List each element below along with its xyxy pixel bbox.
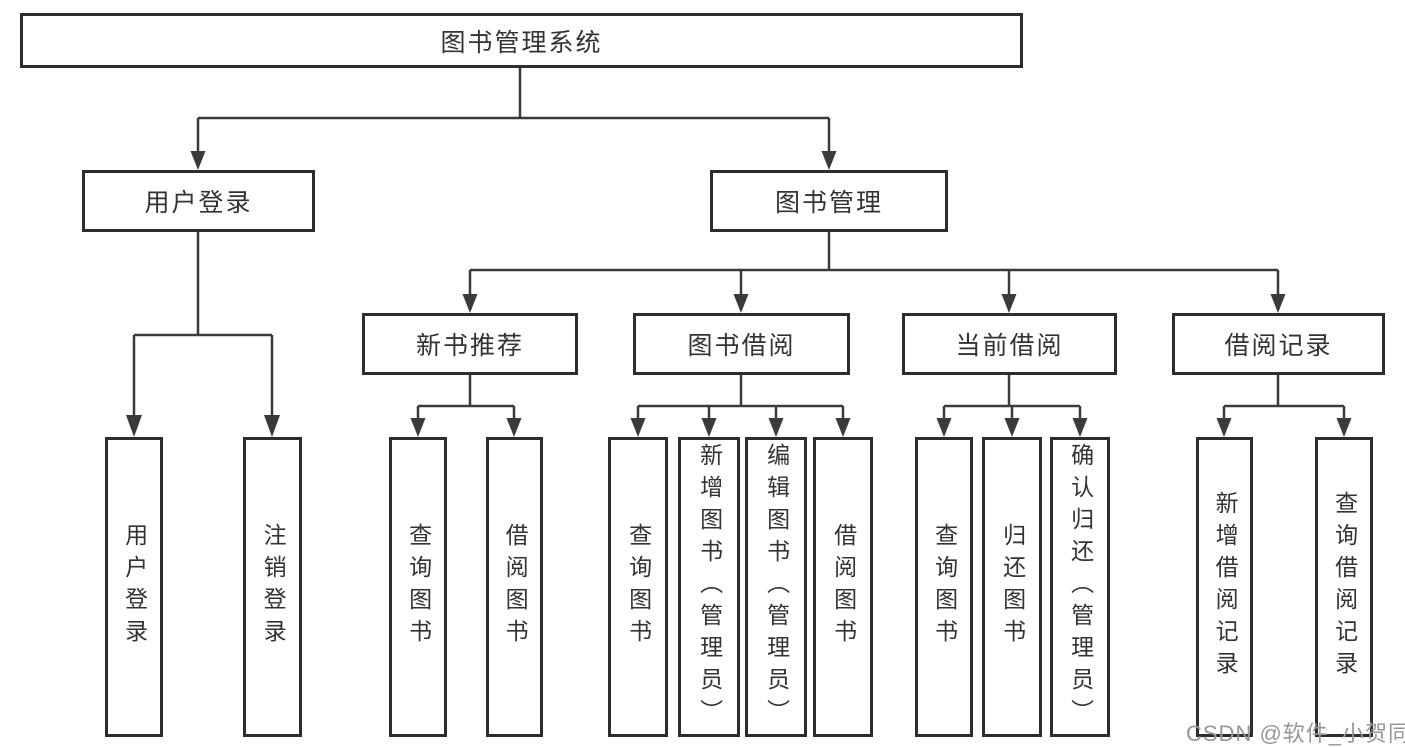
connector-userlogin-to-leaves <box>132 232 274 420</box>
leaf-add-books-admin: 新增图书（管理员） <box>678 437 740 737</box>
csdn-watermark: CSDN @软件_小贺同学 <box>1186 721 1405 746</box>
node-borrow-records: 借阅记录 <box>1172 313 1385 375</box>
leaf-edit-books-admin: 编辑图书（管理员） <box>745 437 807 737</box>
node-label: 图书管理 <box>774 189 883 217</box>
node-book-borrow: 图书借阅 <box>633 313 850 375</box>
connector-borrow-to-leaves <box>636 375 845 420</box>
node-label: 当前借阅 <box>955 332 1064 360</box>
leaf-label: 用户登录 <box>121 523 148 651</box>
arrowhead-icon <box>835 418 851 437</box>
arrowhead-icon <box>190 151 206 170</box>
leaf-query-books-recommend: 查询图书 <box>389 437 447 737</box>
connector-records-to-leaves <box>1222 375 1346 420</box>
node-label: 图书借阅 <box>687 332 796 360</box>
arrowhead-icon <box>126 415 142 437</box>
leaf-query-books-borrow: 查询图书 <box>608 437 668 737</box>
leaf-add-borrow-record: 新增借阅记录 <box>1196 437 1253 737</box>
leaf-label: 借阅图书 <box>830 523 857 651</box>
leaf-label: 查询图书 <box>625 523 652 651</box>
node-label: 新书推荐 <box>415 332 524 360</box>
leaf-label: 注销登录 <box>260 523 287 651</box>
leaf-label: 查询图书 <box>931 523 958 651</box>
leaf-confirm-return-admin: 确认归还（管理员） <box>1050 437 1110 737</box>
arrowhead-icon <box>701 418 717 437</box>
node-label: 用户登录 <box>144 189 253 217</box>
leaf-borrow-books-borrow: 借阅图书 <box>813 437 873 737</box>
arrowhead-icon <box>410 418 426 437</box>
arrowhead-icon <box>630 418 646 437</box>
leaf-query-borrow-record: 查询借阅记录 <box>1315 437 1373 737</box>
node-root-system: 图书管理系统 <box>20 13 1023 68</box>
connector-root-to-level2 <box>196 68 831 153</box>
connector-bookmgmt-to-level3 <box>468 232 1280 296</box>
node-book-management: 图书管理 <box>710 170 948 232</box>
arrowhead-icon <box>462 294 478 313</box>
leaf-label: 借阅图书 <box>502 523 529 651</box>
leaf-user-login: 用户登录 <box>105 437 163 737</box>
arrowhead-icon <box>1216 418 1232 437</box>
node-new-book-recommend: 新书推荐 <box>362 313 578 375</box>
arrowhead-icon <box>506 418 522 437</box>
arrowhead-icon <box>264 415 280 437</box>
node-current-borrow: 当前借阅 <box>902 313 1117 375</box>
arrowhead-icon <box>821 151 837 170</box>
leaf-label: 查询图书 <box>405 523 432 651</box>
node-root-label: 图书管理系统 <box>440 28 603 57</box>
leaf-label: 新增借阅记录 <box>1212 491 1239 683</box>
arrowhead-icon <box>1001 294 1017 313</box>
connector-recommend-to-leaves <box>416 375 516 420</box>
arrowhead-icon <box>1270 294 1286 313</box>
node-label: 借阅记录 <box>1224 332 1333 360</box>
leaf-return-books: 归还图书 <box>982 437 1042 737</box>
arrowhead-icon <box>1072 418 1088 437</box>
leaf-logout-login: 注销登录 <box>243 437 302 737</box>
leaf-label: 确认归还（管理员） <box>1067 443 1094 731</box>
connector-current-to-leaves <box>942 375 1082 420</box>
leaf-label: 归还图书 <box>999 523 1026 651</box>
arrowhead-icon <box>936 418 952 437</box>
leaf-label: 查询借阅记录 <box>1331 491 1358 683</box>
arrowhead-icon <box>733 294 749 313</box>
leaf-label: 新增图书（管理员） <box>696 443 723 731</box>
leaf-borrow-books-recommend: 借阅图书 <box>486 437 543 737</box>
leaf-label: 编辑图书（管理员） <box>763 443 790 731</box>
arrowhead-icon <box>768 418 784 437</box>
arrowhead-icon <box>1336 418 1352 437</box>
leaf-query-books-current: 查询图书 <box>915 437 973 737</box>
node-user-login: 用户登录 <box>82 170 315 232</box>
arrowhead-icon <box>1004 418 1020 437</box>
